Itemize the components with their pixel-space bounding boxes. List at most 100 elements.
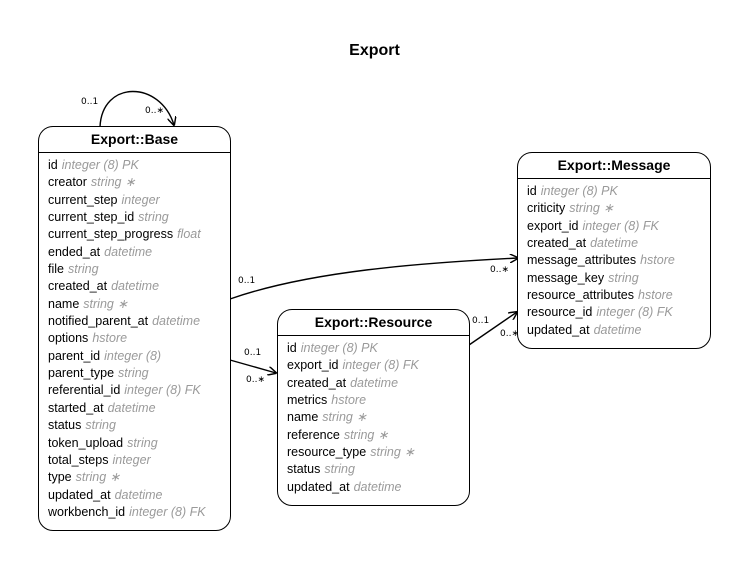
self-base-to-multiplicity: 0..∗ [145,106,164,116]
attribute-type: integer (8) PK [540,184,618,198]
attribute-name: notified_parent_at [48,314,149,329]
attribute-type: integer (8) PK [300,341,378,355]
base-resource-edge [229,359,276,373]
attribute-type: string [127,435,158,450]
attribute-type: string [67,262,99,277]
attribute-type: string [85,418,116,433]
attribute-type: string [138,210,169,225]
entity-title: Export::Message [518,153,710,179]
resource-message-from-multiplicity: 0..1 [472,316,490,326]
attribute-type: string [324,462,355,477]
attribute-name: resource_attributes [527,288,635,303]
self-base-edge [99,90,174,127]
attribute-name: created_at [48,279,108,294]
attribute-type: integer (8) FK [582,218,659,233]
attribute-type: integer (8) FK [596,305,673,320]
attribute-type: datetime [111,279,160,294]
base-message-to-multiplicity: 0..∗ [490,265,509,275]
attribute-type: datetime [353,479,402,494]
attribute-type: string ∗ [322,410,367,425]
attribute-name: current_step_id [48,210,135,225]
entity-title: Export::Base [39,127,230,153]
attribute-type: float [177,227,201,242]
attribute-type: integer [121,192,160,207]
attribute-name: created_at [527,236,587,251]
attribute-name: resource_type [287,445,367,460]
attribute-name: parent_type [48,366,115,381]
self-base-from-multiplicity: 0..1 [81,97,99,107]
attribute-name: message_key [527,270,605,285]
attribute-name: type [48,470,72,485]
attribute-type: string [608,270,639,285]
attribute-name: status [48,418,82,433]
attribute-name: criticity [527,201,566,216]
attribute-type: integer [112,452,151,467]
attribute-type: datetime [350,375,399,390]
attribute-type: string ∗ [569,201,614,216]
attribute-name: updated_at [527,322,590,337]
attribute-name: id [287,341,297,355]
attribute-type: string ∗ [370,445,415,460]
attribute-name: current_step_progress [48,227,174,242]
attribute-type: hstore [640,253,675,268]
attribute-name: id [527,184,537,198]
attribute-name: total_steps [48,452,109,467]
attribute-name: workbench_id [48,504,126,519]
attribute-name: ended_at [48,244,101,259]
attribute-type: string ∗ [90,175,136,190]
attribute-type: string ∗ [83,296,128,311]
attribute-name: id [48,158,58,172]
attribute-type: integer (8) PK [61,158,139,172]
attribute-type: integer (8) [104,348,162,363]
attribute-name: export_id [287,358,339,373]
attribute-type: string ∗ [343,427,389,442]
attribute-name: name [287,410,319,425]
attribute-type: hstore [638,288,673,303]
attribute-name: updated_at [48,487,111,502]
attribute-type: integer (8) FK [342,358,419,373]
attribute-type: integer (8) FK [124,383,201,398]
attribute-name: options [48,331,89,346]
attribute-name: creator [48,175,87,190]
attribute-type: datetime [590,236,639,251]
attribute-name: name [48,296,80,311]
attribute-name: metrics [287,393,328,408]
resource-message-to-multiplicity: 0..∗ [500,329,519,339]
attribute-name: message_attributes [527,253,637,268]
